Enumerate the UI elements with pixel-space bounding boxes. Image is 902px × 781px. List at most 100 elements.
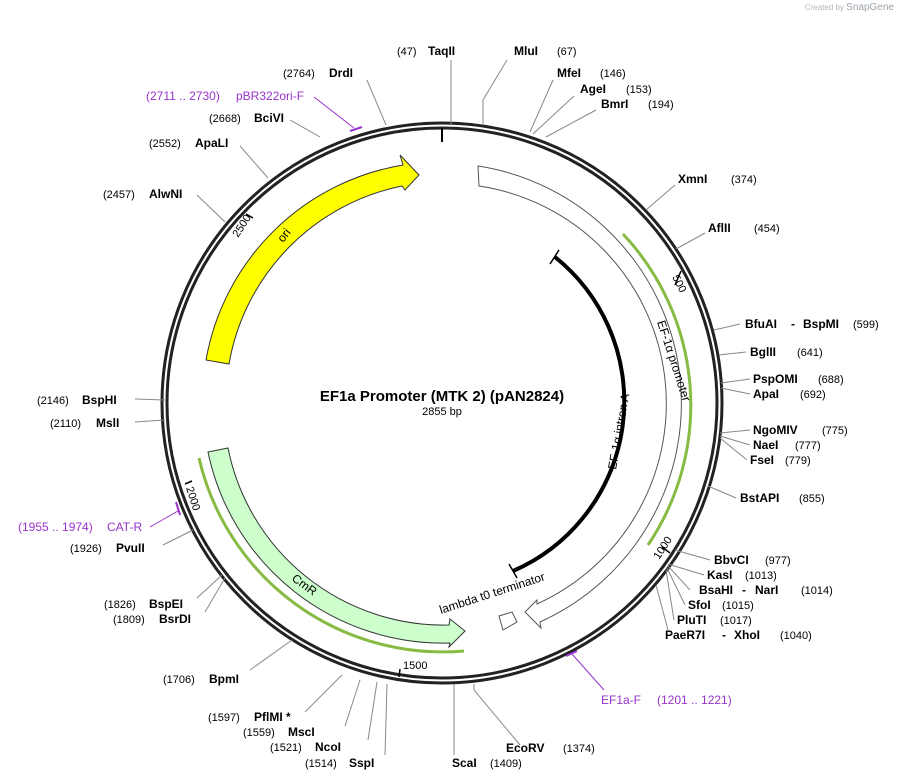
site-name: MluI <box>514 44 538 58</box>
site-name: TaqII <box>428 44 455 58</box>
site-apali[interactable]: (2552)ApaLI <box>149 136 228 150</box>
site-labels: (47)TaqII MluI(67) MfeI(146) AgeI(153) B… <box>37 44 879 770</box>
site-bsphi[interactable]: (2146)BspHI <box>37 393 117 407</box>
site-name: PvuII <box>116 541 145 555</box>
site-name: BsaHI <box>699 583 733 597</box>
site-name: BciVI <box>254 111 284 125</box>
site-pluti[interactable]: PluTI(1017) <box>677 613 752 627</box>
site-pflmi[interactable]: (1597)PflMI * <box>208 710 291 724</box>
site-pos: (641) <box>797 347 823 359</box>
site-taqii[interactable]: (47)TaqII <box>397 44 455 58</box>
site-name: ScaI <box>452 756 477 770</box>
primer-name: pBR322ori-F <box>236 89 304 103</box>
leader-bmri <box>545 109 597 138</box>
site-bpmi[interactable]: (1706)BpmI <box>163 672 239 686</box>
site-pos: (688) <box>818 374 844 386</box>
site-bspei[interactable]: (1826)BspEI <box>104 597 183 611</box>
site-agei[interactable]: AgeI(153) <box>580 82 652 96</box>
site-pos: (692) <box>800 389 826 401</box>
site-aflii[interactable]: AflII(454) <box>708 221 780 235</box>
feature-cmr[interactable]: CmR <box>197 447 466 654</box>
site-name: BstAPI <box>740 491 779 505</box>
ef1a-intron-label: EF-1α intron A <box>605 392 632 470</box>
cmr-arrow[interactable] <box>207 447 466 649</box>
site-kasi[interactable]: KasI(1013) <box>707 568 777 582</box>
site-mlui[interactable]: MluI(67) <box>514 44 577 58</box>
site-fsei[interactable]: FseI(779) <box>750 453 811 467</box>
site-msli[interactable]: (2110)MslI <box>50 416 119 430</box>
site-pos: (2552) <box>149 138 181 150</box>
brand-created-by: Created by <box>804 3 844 12</box>
site-mfei[interactable]: MfeI(146) <box>557 66 626 80</box>
site-apai[interactable]: ApaI (692) <box>753 387 826 401</box>
ef1a-intron-line[interactable] <box>512 255 627 573</box>
site-name: ApaI <box>753 387 779 401</box>
site-msci[interactable]: (1559)MscI <box>243 725 315 739</box>
site-xmni[interactable]: XmnI(374) <box>678 172 757 186</box>
site-sep: - <box>791 317 795 331</box>
site-ecorv[interactable]: EcoRV(1374) <box>506 741 595 755</box>
site-ncoi[interactable]: (1521) NcoI <box>270 740 341 754</box>
primer-ef1a-f[interactable]: EF1a-F (1201 .. 1221) <box>565 650 732 707</box>
site-drdi[interactable]: (2764)DrdI <box>283 66 353 80</box>
site-pos: (1015) <box>722 600 754 612</box>
site-sspi[interactable]: (1514)SspI <box>305 756 374 770</box>
site-name: MfeI <box>557 66 581 80</box>
site-pos: (599) <box>853 319 879 331</box>
site-bstapi[interactable]: BstAPI(855) <box>740 491 825 505</box>
leader-naei <box>719 435 751 446</box>
leader-kasi <box>667 563 705 576</box>
leader-bstapi <box>707 485 737 499</box>
cmr-highlight <box>197 457 465 654</box>
site-pos: (1521) <box>270 742 302 754</box>
site-leaders <box>134 59 751 756</box>
site-name: BsrDI <box>159 612 191 626</box>
snapgene-brand: Created by SnapGene <box>805 2 894 13</box>
tick-2500-mark <box>245 213 254 219</box>
site-pvuii[interactable]: (1926)PvuII <box>70 541 145 555</box>
site-bcivi[interactable]: (2668) BciVI <box>209 111 284 125</box>
site-pos: (194) <box>648 99 674 111</box>
site-name: AgeI <box>580 82 606 96</box>
feature-ori[interactable]: ori <box>205 154 420 365</box>
site-bfuai-bspmi[interactable]: BfuAI-BspMI(599) <box>745 317 879 331</box>
site-pos: (1809) <box>113 614 145 626</box>
site-bmri[interactable]: BmrI(194) <box>601 97 674 111</box>
tick-1000: 1000 <box>651 535 674 562</box>
site-bsrdi[interactable]: (1809) BsrDI <box>113 612 191 626</box>
leader-bpmi <box>249 639 293 671</box>
site-name: NcoI <box>315 740 341 754</box>
primer-pbr322ori-f[interactable]: (2711 .. 2730) pBR322ori-F <box>146 89 363 132</box>
site-pos: (1706) <box>163 674 195 686</box>
primer-name: CAT-R <box>107 520 142 534</box>
site-sfoi[interactable]: SfoI (1015) <box>688 598 754 612</box>
site-scai[interactable]: ScaI(1409) <box>452 756 522 770</box>
ori-arrow[interactable] <box>205 154 420 365</box>
terminator-glyph[interactable] <box>498 611 518 631</box>
site-paer7i-xhoi[interactable]: PaeR7I-XhoI(1040) <box>665 628 812 642</box>
site-pos: (454) <box>754 223 780 235</box>
site-ngomiv[interactable]: NgoMIV(775) <box>753 423 848 437</box>
site-pos: (2457) <box>103 189 135 201</box>
site-name: BfuAI <box>745 317 777 331</box>
ef1a-promoter-arrow[interactable] <box>477 165 682 630</box>
site-bbvci[interactable]: BbvCI(977) <box>714 553 791 567</box>
site-bglii[interactable]: BglII (641) <box>750 345 823 359</box>
site-pos: (2668) <box>209 113 241 125</box>
site-pos: (1013) <box>745 570 777 582</box>
leader-pvuii <box>162 529 194 546</box>
site-alwni[interactable]: (2457)AlwNI <box>103 187 182 201</box>
primer-cat-r[interactable]: (1955 .. 1974) CAT-R <box>18 501 181 534</box>
site-name: BglII <box>750 345 776 359</box>
feature-lambda-terminator[interactable]: lambda t0 terminator <box>438 570 547 631</box>
site-name: PluTI <box>677 613 706 627</box>
plasmid-length: 2855 bp <box>422 406 462 418</box>
site-naei[interactable]: NaeI(777) <box>753 438 821 452</box>
site-name: MslI <box>96 416 119 430</box>
feature-ef1a-intron[interactable]: EF-1α intron A <box>508 249 632 579</box>
site-pspomi[interactable]: PspOMI(688) <box>753 372 844 386</box>
leader-sspi <box>384 683 388 756</box>
plasmid-title: EF1a Promoter (MTK 2) (pAN2824) <box>320 388 564 405</box>
site-name: SfoI <box>688 598 711 612</box>
site-bsahi-nari[interactable]: BsaHI-NarI(1014) <box>699 583 833 597</box>
